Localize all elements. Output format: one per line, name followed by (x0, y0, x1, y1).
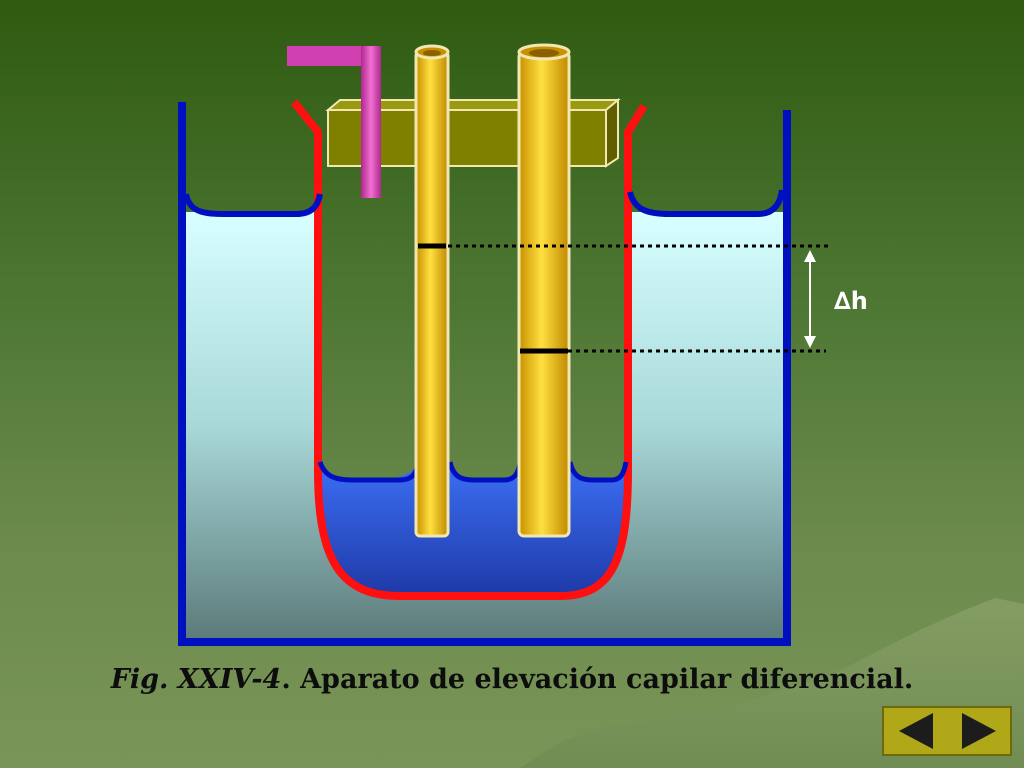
outer-meniscus-right (627, 189, 785, 217)
inner-meniscus-middle (447, 461, 523, 483)
navigation-controls (882, 706, 1012, 756)
outer-vessel (178, 102, 791, 646)
triangle-left-icon (898, 713, 933, 749)
figure-caption-text: . Aparato de elevación capilar diferenci… (281, 664, 914, 695)
outer-liquid (183, 212, 785, 640)
inner-vessel (290, 99, 648, 600)
figure-caption: Fig. XXIV-4. Aparato de elevación capila… (0, 664, 1024, 695)
inner-liquid (320, 470, 626, 594)
delta-h-arrow (804, 250, 816, 348)
outer-meniscus-left (183, 193, 323, 218)
inner-meniscus-right (567, 461, 629, 483)
triangle-right-icon (961, 713, 996, 749)
figure-label: Fig. XXIV-4 (110, 664, 282, 695)
narrow-capillary-tube (414, 44, 450, 538)
wide-capillary-tube (517, 43, 571, 538)
delta-h-label: ∆h (834, 287, 868, 315)
next-slide-button[interactable] (947, 708, 1010, 754)
inlet-tube (287, 46, 381, 198)
previous-slide-button[interactable] (884, 708, 947, 754)
